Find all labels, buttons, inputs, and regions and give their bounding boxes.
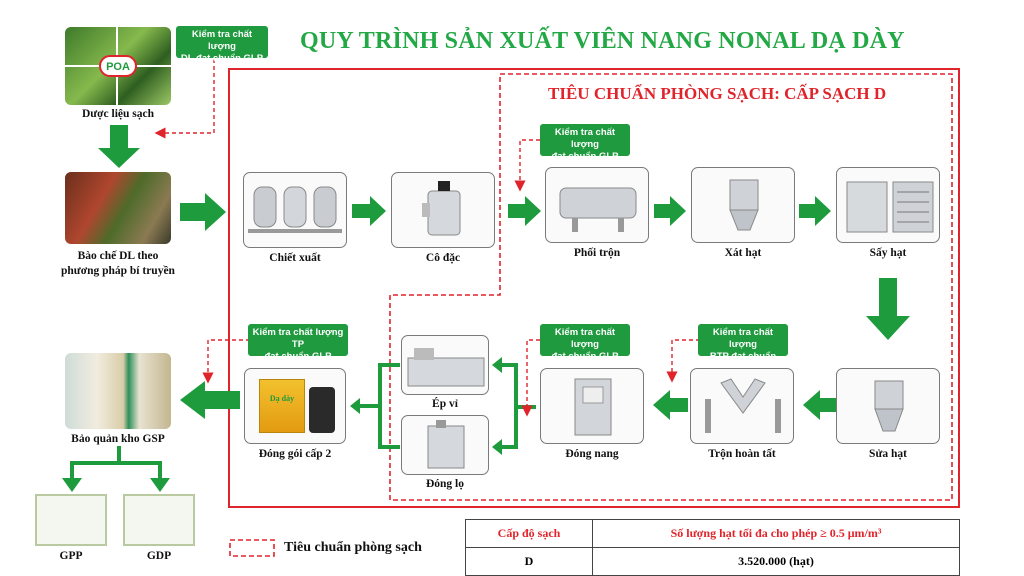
product-box: Dạ dày xyxy=(259,379,305,433)
step-extract-label: Chiết xuất xyxy=(269,252,321,264)
step-dry-label: Sấy hạt xyxy=(869,247,907,259)
step-pack-label: Đóng gói cấp 2 xyxy=(258,448,332,460)
dry-card xyxy=(836,167,940,243)
step-mix-label: Phối trộn xyxy=(573,247,621,259)
blister-card xyxy=(401,335,489,395)
concentrate-tank-icon xyxy=(422,181,461,236)
table-header-row: Cấp độ sạch Số lượng hạt tối đa cho phép… xyxy=(465,519,960,548)
gdp-certificate xyxy=(123,494,195,546)
resize-card xyxy=(836,368,940,444)
table-cell: 3.520.000 (hạt) xyxy=(592,547,960,576)
granulator-icon xyxy=(729,179,759,231)
extract-card xyxy=(243,172,347,248)
mix-card xyxy=(545,167,649,243)
cleanroom-dashed-boundary xyxy=(389,73,953,501)
table-cell: D xyxy=(465,547,593,576)
qc-raw-badge: Kiểm tra chất lượng DL đạt chuẩn GLP xyxy=(176,26,268,64)
table-row: D 3.520.000 (hạt) xyxy=(465,547,960,576)
extract-tanks-icon xyxy=(248,186,342,233)
qc-capsule-badge: Kiểm tra chất lượng đạt chuẩn GLP xyxy=(540,324,630,362)
prep-photo xyxy=(65,172,171,244)
step-resize-label: Sửa hạt xyxy=(869,448,907,460)
storage-split xyxy=(70,446,162,480)
table-header-cell: Cấp độ sạch xyxy=(465,519,593,548)
merge-bracket xyxy=(358,363,400,449)
step-blister-label: Ép vỉ xyxy=(432,398,458,410)
step-granulate-label: Xát hạt xyxy=(724,247,762,259)
step-bottle-label: Đóng lọ xyxy=(425,478,465,490)
qc-mixing-badge: Kiểm tra chất lượng đạt chuẩn GLP xyxy=(540,124,630,162)
pack-card: Dạ dày xyxy=(244,368,346,444)
sizer-icon xyxy=(874,380,904,432)
concentrate-card xyxy=(391,172,495,248)
blister-machine-icon xyxy=(407,348,485,387)
split-bracket xyxy=(498,363,536,449)
dryer-icon xyxy=(846,181,934,233)
final-mix-card xyxy=(690,368,794,444)
v-blender-icon xyxy=(705,378,781,433)
step-prep-label: Bào chế DL theo phương pháp bí truyền xyxy=(61,250,175,277)
step-concentrate-label: Cô đặc xyxy=(425,252,461,264)
poa-logo: POA xyxy=(99,55,137,77)
legend-label: Tiêu chuẩn phòng sạch xyxy=(284,540,422,555)
step-encapsulate-label: Đóng nang xyxy=(565,448,619,460)
green-arrows xyxy=(98,125,910,420)
mixer-icon xyxy=(559,187,637,232)
raw-herbs-photo: POA xyxy=(65,27,171,105)
step-final-mix-label: Trộn hoàn tất xyxy=(708,448,776,460)
encapsulate-card xyxy=(540,368,644,444)
gpp-label: GPP xyxy=(59,550,83,562)
product-bottle xyxy=(309,387,335,433)
qc-semi-badge: Kiểm tra chất lượng BTP đạt chuẩn GLP xyxy=(698,324,788,374)
granulate-card xyxy=(691,167,795,243)
gdp-label: GDP xyxy=(146,550,172,562)
gpp-certificate xyxy=(35,494,107,546)
cleanroom-spec-table: Cấp độ sạch Số lượng hạt tối đa cho phép… xyxy=(465,519,960,576)
cleanroom-outer-frame xyxy=(228,68,960,508)
storage-photo xyxy=(65,353,171,429)
cleanroom-title: TIÊU CHUẨN PHÒNG SẠCH: CẤP SẠCH D xyxy=(548,84,887,103)
bottle-machine-icon xyxy=(427,420,465,469)
capsule-machine-icon xyxy=(574,378,612,436)
qc-finished-badge: Kiểm tra chất lượng TP đạt chuẩn GLP xyxy=(248,324,348,362)
step-raw-herbs-label: Dược liệu sạch xyxy=(81,108,155,120)
table-header-cell: Số lượng hạt tối đa cho phép ≥ 0.5 μm/m³ xyxy=(592,519,960,548)
bottle-card xyxy=(401,415,489,475)
page-title: QUY TRÌNH SẢN XUẤT VIÊN NANG NONAL DẠ DÀ… xyxy=(300,28,905,54)
step-storage-label: Bảo quản kho GSP xyxy=(71,433,165,445)
legend-swatch xyxy=(229,539,275,557)
